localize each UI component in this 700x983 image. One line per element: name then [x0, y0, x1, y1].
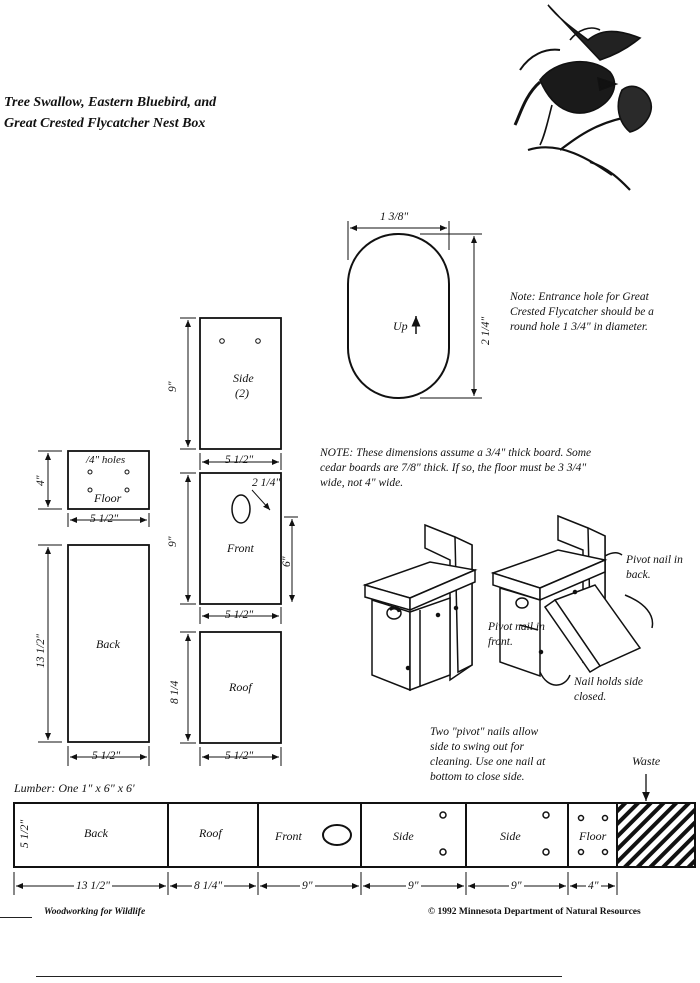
waste-label: Waste	[632, 754, 661, 768]
footer-rule-long	[36, 976, 562, 977]
hole-height-label: 2 1/4"	[480, 316, 492, 345]
lumber-label: Lumber: One 1" x 6" x 6'	[14, 781, 135, 795]
front-height-label: 9"	[167, 536, 179, 547]
lumber-piece-roof: Roof	[199, 826, 222, 840]
waste-section	[616, 802, 696, 868]
title-line-1: Tree Swallow, Eastern Bluebird, and	[4, 95, 217, 110]
roof-panel	[199, 631, 282, 744]
page-title: Tree Swallow, Eastern Bluebird, and Grea…	[4, 92, 216, 134]
lumber-length-back: 13 1/2"	[74, 880, 112, 893]
side-label: Side	[233, 371, 254, 385]
lumber-length-front: 9"	[300, 880, 315, 893]
footer-credit: Woodworking for Wildlife	[44, 907, 146, 917]
lumber-piece-side-2: Side	[500, 829, 521, 843]
front-width-label: 5 1/2"	[225, 609, 254, 621]
thickness-note: NOTE: These dimensions assume a 3/4" thi…	[320, 447, 592, 489]
floor-panel	[67, 450, 150, 510]
lumber-piece-side-1: Side	[393, 829, 414, 843]
front-hole-height-label: 6"	[281, 556, 293, 567]
floor-holes-label: /4" holes	[86, 454, 126, 466]
roof-height-label: 8 1/4	[169, 680, 181, 704]
lumber-length-side-1: 9"	[406, 880, 421, 893]
side-width-label: 5 1/2"	[225, 454, 254, 466]
roof-label: Roof	[229, 680, 252, 694]
lumber-length-floor: 4"	[586, 880, 601, 893]
pivot-back-label: Pivot nail in back.	[626, 554, 683, 581]
front-label: Front	[227, 541, 254, 555]
side-panel	[199, 317, 282, 450]
roof-width-label: 5 1/2"	[225, 750, 254, 762]
pivot-front-label: Pivot nail in front.	[488, 621, 545, 648]
hole-width-label: 1 3/8"	[380, 211, 409, 223]
footer-rule-short	[0, 917, 32, 918]
pivot-note: Two "pivot" nails allow side to swing ou…	[430, 726, 546, 783]
side-height-label: 9"	[167, 381, 179, 392]
floor-height-label: 4"	[35, 475, 47, 486]
up-label: Up	[393, 319, 408, 333]
front-hole-offset-label: 2 1/4"	[252, 477, 281, 489]
floor-label: Floor	[94, 491, 122, 505]
back-height-label: 13 1/2"	[35, 634, 47, 668]
assembled-box-open	[490, 514, 654, 686]
board-width-label: 5 1/2"	[19, 819, 31, 848]
side-count: (2)	[235, 386, 249, 400]
lumber-length-side-2: 9"	[509, 880, 524, 893]
lumber-length-roof: 8 1/4"	[192, 880, 225, 893]
assembled-box-closed	[362, 523, 478, 692]
bird-illustration	[513, 4, 652, 191]
lumber-piece-back: Back	[84, 826, 108, 840]
back-width-label: 5 1/2"	[92, 750, 121, 762]
entrance-hole-outline	[347, 233, 450, 399]
title-line-2: Great Crested Flycatcher Nest Box	[4, 116, 206, 131]
footer-copyright: © 1992 Minnesota Department of Natural R…	[428, 907, 641, 917]
lumber-piece-floor: Floor	[579, 829, 607, 843]
lumber-board	[13, 802, 696, 868]
front-panel	[199, 472, 282, 605]
lumber-piece-front: Front	[275, 829, 302, 843]
floor-width-label: 5 1/2"	[90, 513, 119, 525]
front-entrance-hole	[231, 494, 251, 524]
back-panel	[67, 544, 150, 743]
entrance-hole-note: Note: Entrance hole for Great Crested Fl…	[510, 291, 654, 333]
back-label: Back	[96, 637, 120, 651]
nail-holds-label: Nail holds side closed.	[574, 676, 644, 703]
